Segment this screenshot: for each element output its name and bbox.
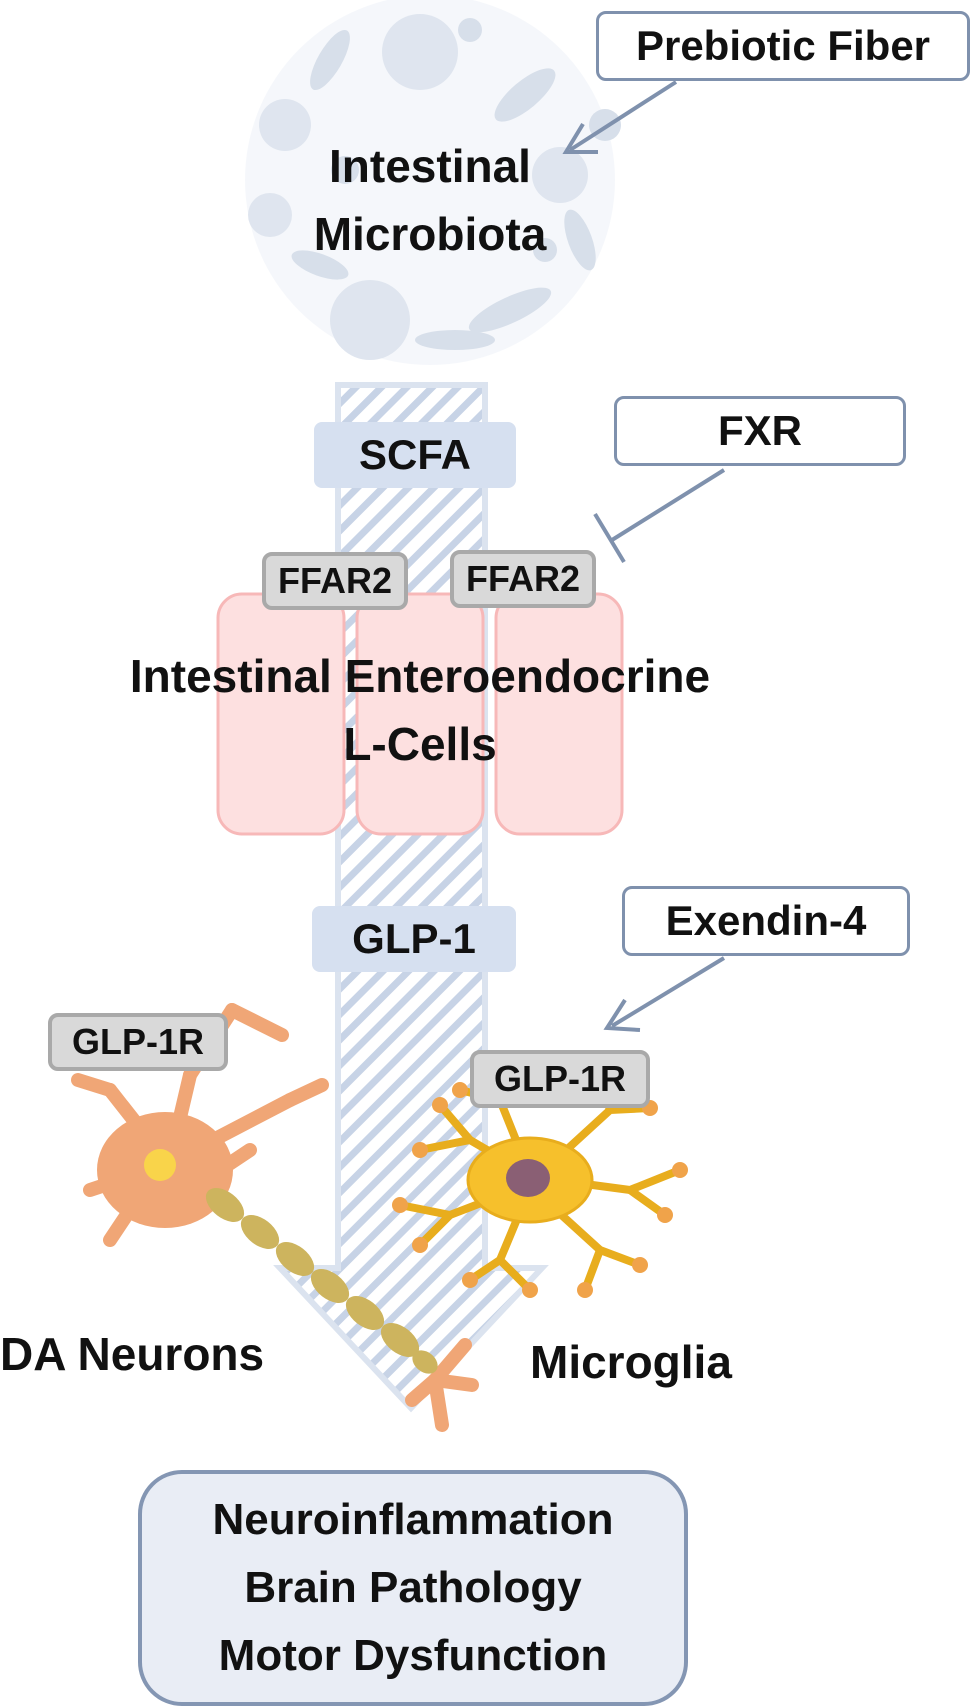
ffar2-left: FFAR2	[262, 552, 408, 610]
scfa-box: SCFA	[314, 422, 516, 488]
glp1r-microglia: GLP-1R	[470, 1050, 650, 1108]
glp1-box: GLP-1	[312, 906, 516, 972]
l-cells-label-line1: Intestinal Enteroendocrine	[129, 650, 711, 702]
outcome-neuroinflammation: Neuroinflammation	[212, 1495, 614, 1544]
l-cells-label: Intestinal Enteroendocrine L-Cells	[60, 642, 780, 778]
glp1r-neuron: GLP-1R	[48, 1013, 228, 1071]
l-cells-label-line2: L-Cells	[343, 718, 497, 770]
fxr-box: FXR	[614, 396, 906, 466]
ffar2-right: FFAR2	[450, 550, 596, 608]
prebiotic-arrow	[562, 80, 678, 154]
microbiota-label: Intestinal Microbiota	[280, 132, 580, 268]
exendin4-box: Exendin-4	[622, 886, 910, 956]
microbiota-label-line1: Intestinal	[329, 140, 531, 192]
l-cells	[216, 592, 624, 836]
exendin-arrow	[603, 956, 726, 1032]
fxr-inhibition	[593, 468, 726, 564]
outcome-brain-pathology: Brain Pathology	[244, 1563, 582, 1612]
microbiota-label-line2: Microbiota	[313, 208, 547, 260]
da-neurons-label: DA Neurons	[0, 1328, 265, 1380]
outcomes-box: Neuroinflammation Brain Pathology Motor …	[138, 1470, 688, 1706]
prebiotic-fiber-box: Prebiotic Fiber	[596, 11, 970, 81]
outcome-motor-dysfunction: Motor Dysfunction	[218, 1631, 608, 1680]
microbiota-cluster	[245, 0, 621, 365]
microglia-label: Microglia	[530, 1336, 732, 1388]
microglia-cell	[392, 1052, 688, 1298]
